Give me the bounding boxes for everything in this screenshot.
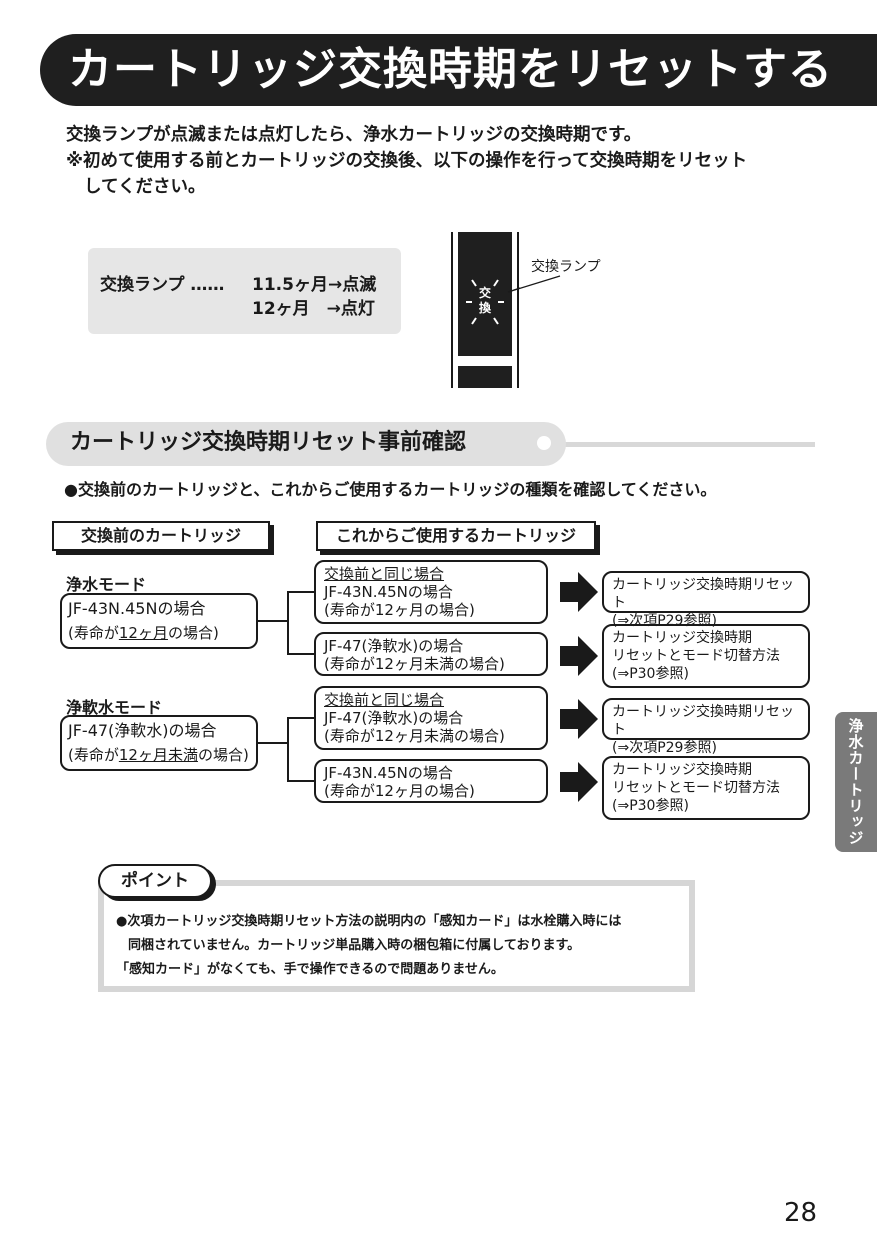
column-header-before: 交換前のカートリッジ: [52, 521, 270, 551]
point-line-3: 「感知カード」がなくても、手で操作できるので問題ありません。: [116, 962, 504, 977]
lamp-caption: 交換ランプ: [531, 259, 601, 275]
mode-name-softened: 浄軟水モード: [66, 698, 163, 717]
section-note: ●交換前のカートリッジと、これからご使用するカートリッジの種類を確認してください…: [64, 480, 717, 499]
option-box: JF-43N.45Nの場合 (寿命が12ヶ月の場合): [314, 759, 548, 803]
life-highlight: 12ヶ月: [118, 624, 168, 642]
intro-text: 交換ランプが点滅または点灯したら、浄水カートリッジの交換時期です。 ※初めて使用…: [66, 122, 747, 200]
faucet-display-illustration: 交 換: [451, 232, 520, 388]
option-model: JF-47(浄軟水)の場合: [324, 709, 464, 727]
section-rule: [560, 442, 815, 447]
option-life: (寿命が12ヶ月の場合): [324, 601, 475, 619]
result-line: カートリッジ交換時期: [612, 762, 752, 778]
current-cartridge-model: JF-47(浄軟水)の場合: [68, 721, 217, 740]
lamp-value-lit: 12ヶ月 →点灯: [252, 299, 375, 319]
result-line: (⇒P30参照): [612, 798, 689, 814]
current-cartridge-box: JF-43N.45Nの場合 (寿命が12ヶ月の場合): [60, 593, 258, 649]
life-prefix: (寿命が: [68, 746, 119, 764]
lamp-char-2: 換: [479, 300, 492, 315]
life-highlight: 12ヶ月未満: [118, 746, 198, 764]
lamp-value-blink: 11.5ヶ月→点滅: [252, 275, 377, 295]
option-model: JF-43N.45Nの場合: [324, 764, 453, 782]
page-number: 28: [784, 1198, 818, 1228]
lamp-char-1: 交: [479, 285, 491, 300]
result-line: カートリッジ交換時期リセット: [612, 577, 794, 611]
option-model: JF-43N.45Nの場合: [324, 583, 453, 601]
arrow-right-icon: [560, 699, 598, 739]
current-cartridge-life: (寿命が12ヶ月未満の場合): [68, 743, 254, 767]
result-line: (⇒次項P29参照): [612, 740, 717, 756]
life-suffix: の場合): [197, 746, 249, 764]
point-text: ●次項カートリッジ交換時期リセット方法の説明内の「感知カード」は水栓購入時には …: [116, 910, 621, 982]
point-line-2: 同梱されていません。カートリッジ単品購入時の梱包箱に付属しております。: [128, 938, 581, 953]
result-line: カートリッジ交換時期: [612, 630, 752, 646]
intro-line-3: してください。: [84, 177, 206, 197]
intro-line-2: ※初めて使用する前とカートリッジの交換後、以下の操作を行って交換時期をリセット: [66, 151, 748, 171]
arrow-right-icon: [560, 636, 598, 676]
result-box: カートリッジ交換時期 リセットとモード切替方法 (⇒P30参照): [602, 756, 810, 820]
section-title: カートリッジ交換時期リセット事前確認: [70, 430, 467, 455]
option-heading: 交換前と同じ場合: [324, 691, 445, 709]
mode-name-purified: 浄水モード: [66, 575, 147, 594]
option-life: (寿命が12ヶ月未満の場合): [324, 727, 505, 745]
option-box: 交換前と同じ場合 JF-47(浄軟水)の場合 (寿命が12ヶ月未満の場合): [314, 686, 548, 750]
option-model: JF-47(浄軟水)の場合: [324, 637, 464, 655]
result-line: リセットとモード切替方法: [612, 648, 780, 664]
result-box: カートリッジ交換時期リセット (⇒次項P29参照): [602, 698, 810, 756]
column-header-after: これからご使用するカートリッジ: [316, 521, 596, 551]
lamp-info-box: [88, 248, 401, 334]
lamp-label: 交換ランプ ……: [100, 275, 225, 295]
arrow-right-icon: [560, 572, 598, 612]
lamp-blink-icon: [466, 279, 504, 325]
life-suffix: の場合): [167, 624, 219, 642]
result-line: (⇒P30参照): [612, 666, 689, 682]
page-title: カートリッジ交換時期をリセットする: [68, 44, 833, 95]
result-line: カートリッジ交換時期リセット: [612, 704, 794, 738]
option-box: JF-47(浄軟水)の場合 (寿命が12ヶ月未満の場合): [314, 632, 548, 676]
option-life: (寿命が12ヶ月未満の場合): [324, 655, 505, 673]
section-pill: [46, 422, 566, 466]
option-heading: 交換前と同じ場合: [324, 565, 445, 583]
current-cartridge-model: JF-43N.45Nの場合: [68, 599, 206, 618]
result-box: カートリッジ交換時期リセット (⇒次項P29参照): [602, 571, 810, 629]
title-banner: [40, 34, 877, 106]
current-cartridge-life: (寿命が12ヶ月の場合): [68, 621, 254, 645]
option-box: 交換前と同じ場合 JF-43N.45Nの場合 (寿命が12ヶ月の場合): [314, 560, 548, 624]
section-dot: [537, 436, 551, 450]
point-badge: ポイント: [98, 864, 212, 898]
result-line: リセットとモード切替方法: [612, 780, 780, 796]
current-cartridge-box: JF-47(浄軟水)の場合 (寿命が12ヶ月未満の場合): [60, 715, 258, 771]
result-box: カートリッジ交換時期 リセットとモード切替方法 (⇒P30参照): [602, 624, 810, 688]
point-line-1: ●次項カートリッジ交換時期リセット方法の説明内の「感知カード」は水栓購入時には: [116, 914, 622, 929]
option-life: (寿命が12ヶ月の場合): [324, 782, 475, 800]
intro-line-1: 交換ランプが点滅または点灯したら、浄水カートリッジの交換時期です。: [66, 125, 642, 145]
chapter-side-tab: 浄水カートリッジ: [835, 712, 877, 852]
arrow-right-icon: [560, 762, 598, 802]
life-prefix: (寿命が: [68, 624, 119, 642]
point-frame: [98, 880, 695, 992]
